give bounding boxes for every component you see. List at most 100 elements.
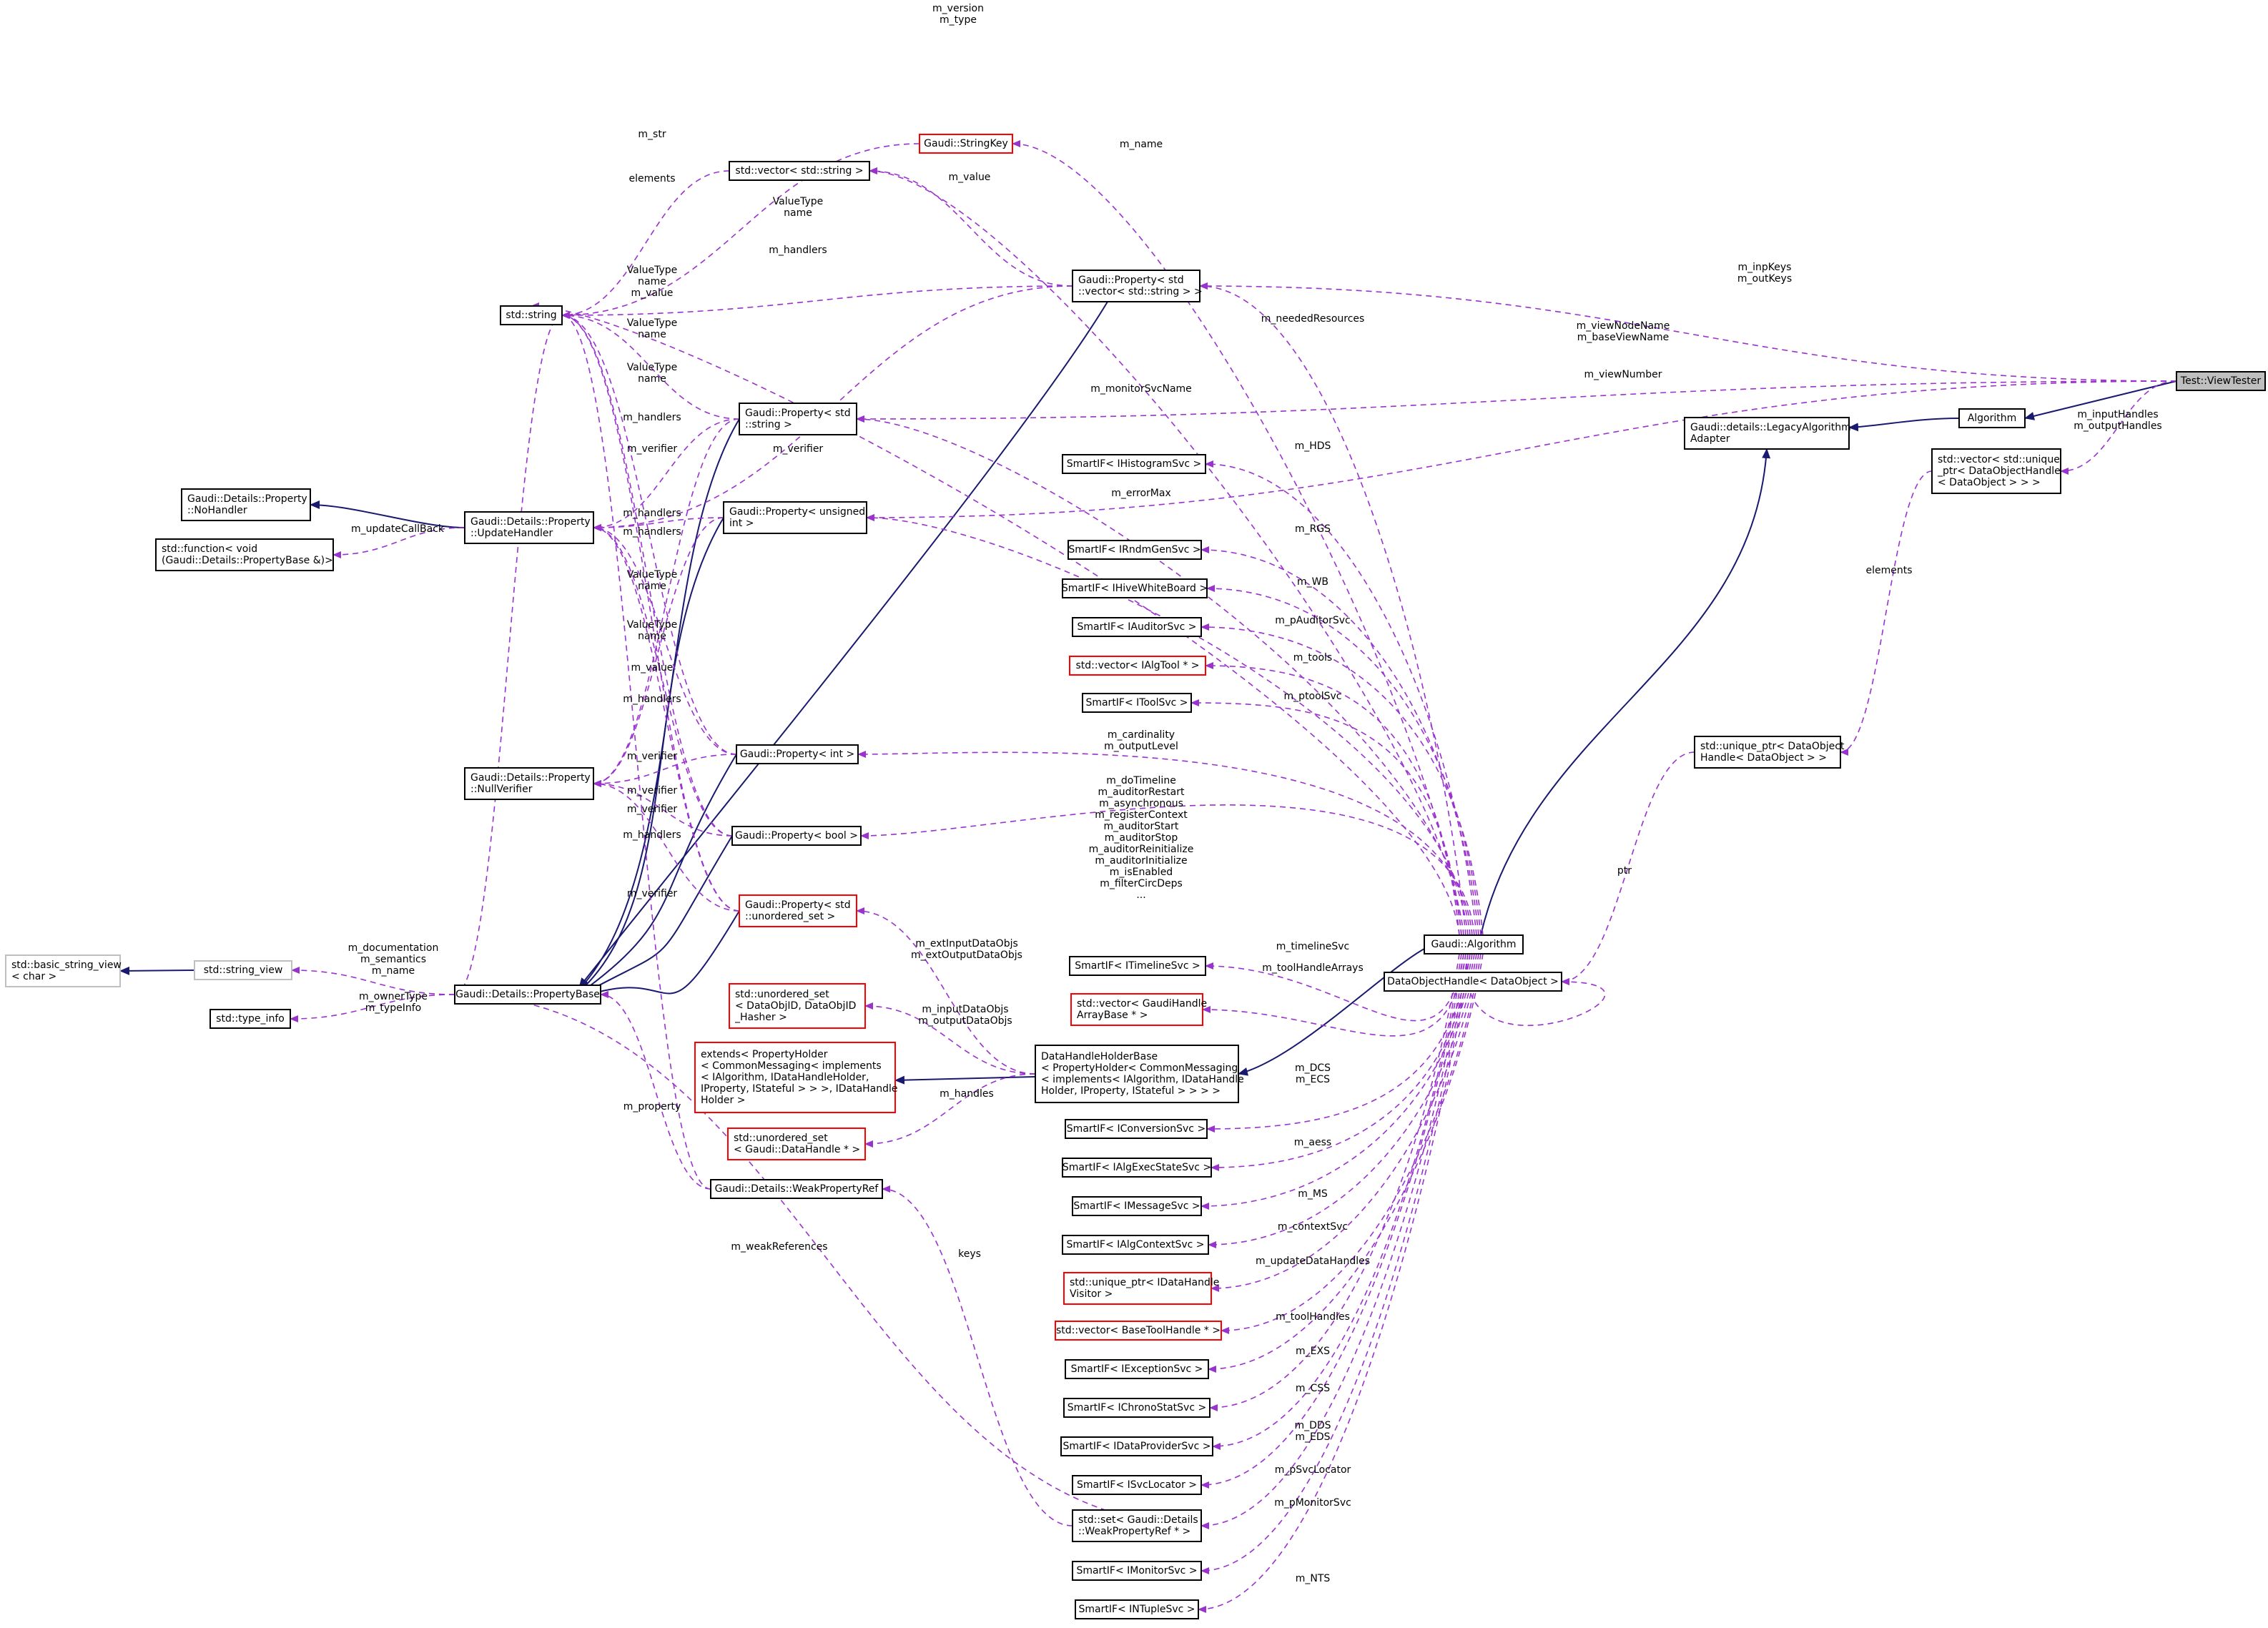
class-node-label: SmartIF< IHiveWhiteBoard >: [1062, 583, 1208, 594]
class-node-smartif-exception[interactable]: SmartIF< IExceptionSvc >: [1065, 1359, 1209, 1379]
member-edge: [291, 967, 455, 995]
class-node-nullverifier[interactable]: Gaudi::Details::Property::NullVerifier: [464, 767, 594, 800]
class-node-smartif-dataprovider[interactable]: SmartIF< IDataProviderSvc >: [1060, 1436, 1213, 1456]
class-node-std-string[interactable]: std::string: [500, 305, 563, 325]
class-node-nohandler[interactable]: Gaudi::Details::Property::NoHandler: [181, 488, 311, 521]
class-node-smartif-rndmgen[interactable]: SmartIF< IRndmGenSvc >: [1068, 540, 1202, 560]
class-node-datahandleholderbase[interactable]: DataHandleHolderBase< PropertyHolder< Co…: [1035, 1045, 1244, 1103]
class-node-smartif-chronostat[interactable]: SmartIF< IChronoStatSvc >: [1063, 1398, 1211, 1418]
class-node-label: < PropertyHolder< CommonMessaging: [1041, 1062, 1238, 1074]
class-node-label: std::vector< GaudiHandle: [1077, 998, 1207, 1010]
class-node-propertybase[interactable]: Gaudi::Details::PropertyBase: [454, 985, 601, 1005]
class-node-smartif-ntuple[interactable]: SmartIF< INTupleSvc >: [1075, 1599, 1199, 1619]
class-node-unordered-set-datahandle[interactable]: std::unordered_set< Gaudi::DataHandle * …: [727, 1128, 866, 1160]
class-node-smartif-timeline[interactable]: SmartIF< ITimelineSvc >: [1069, 956, 1206, 976]
class-node-smartif-auditor[interactable]: SmartIF< IAuditorSvc >: [1072, 617, 1202, 637]
class-node-label: SmartIF< IChronoStatSvc >: [1068, 1402, 1206, 1414]
class-node-label: std::string: [506, 310, 556, 321]
edge-label-m-css: m_CSS: [1296, 1383, 1330, 1394]
class-node-smartif-message[interactable]: SmartIF< IMessageSvc >: [1072, 1196, 1202, 1216]
edge-label-text: m_RGS: [1295, 523, 1331, 535]
class-node-property-unsigned[interactable]: Gaudi::Property< unsigned int >: [723, 501, 867, 534]
edge-label-text: ValueType: [627, 317, 678, 329]
class-node-test-viewtester[interactable]: Test::ViewTester: [2176, 371, 2266, 391]
edge-label-m-verifier-1: m_verifier: [773, 443, 824, 455]
edge-label-text: m_auditorStop: [1105, 832, 1178, 844]
inheritance-edge: [578, 301, 1108, 988]
edge-label-m-verifier-6: m_verifier: [627, 888, 678, 899]
class-node-box: [729, 161, 870, 181]
class-node-box: [500, 305, 563, 325]
edge-label-text: m_tools: [1293, 652, 1332, 663]
class-node-property-bool[interactable]: Gaudi::Property< bool >: [731, 826, 862, 846]
edge-label-m-verifier-4: m_verifier: [627, 785, 678, 796]
class-node-smartif-histogram[interactable]: SmartIF< IHistogramSvc >: [1062, 454, 1206, 474]
class-node-set-weakpropertyref[interactable]: std::set< Gaudi::Details::WeakPropertyRe…: [1072, 1509, 1202, 1542]
class-node-weakpropertyref[interactable]: Gaudi::Details::WeakPropertyRef: [710, 1179, 883, 1199]
member-edge: [1202, 953, 1466, 1037]
class-node-smartif-monitor[interactable]: SmartIF< IMonitorSvc >: [1072, 1561, 1202, 1581]
class-node-property-unordered-set[interactable]: Gaudi::Property< std::unordered_set >: [739, 894, 857, 927]
class-node-property-vec-string[interactable]: Gaudi::Property< std::vector< std::strin…: [1072, 270, 1203, 302]
edge-label-text: m_outputLevel: [1104, 741, 1178, 752]
edge-label-text: m_isEnabled: [1110, 867, 1173, 878]
edge-label-m-verifier-2: m_verifier: [627, 443, 678, 455]
member-edge: [600, 991, 711, 1190]
class-node-std-function[interactable]: std::function< void(Gaudi::Details::Prop…: [155, 538, 334, 571]
class-node-smartif-conversion[interactable]: SmartIF< IConversionSvc >: [1065, 1119, 1208, 1139]
edge-label-text: m_filterCircDeps: [1100, 878, 1183, 889]
class-node-label: < IAlgorithm, IDataHandleHolder,: [701, 1072, 869, 1083]
class-node-smartif-hivewb[interactable]: SmartIF< IHiveWhiteBoard >: [1062, 578, 1208, 598]
class-node-unique-ptr-doh[interactable]: std::unique_ptr< DataObjectHandle< DataO…: [1694, 736, 1845, 769]
class-node-vec-basetoolhandle[interactable]: std::vector< BaseToolHandle * >: [1055, 1321, 1222, 1341]
class-node-label: SmartIF< IRndmGenSvc >: [1068, 544, 1200, 556]
class-node-vec-string[interactable]: std::vector< std::string >: [729, 161, 870, 181]
edge-label-m-aess: m_aess: [1294, 1137, 1331, 1148]
class-node-smartif-tool[interactable]: SmartIF< IToolSvc >: [1082, 693, 1192, 713]
member-edge: [1200, 953, 1466, 1529]
class-node-vec-ialgtool[interactable]: std::vector< IAlgTool * >: [1069, 656, 1206, 676]
class-node-extends-holder[interactable]: extends< PropertyHolder< CommonMessaging…: [694, 1042, 898, 1113]
class-node-label: std::unordered_set: [734, 1133, 828, 1144]
class-node-property-int[interactable]: Gaudi::Property< int >: [736, 744, 859, 764]
class-node-label: ::WeakPropertyRef * >: [1078, 1526, 1190, 1537]
class-node-box: [729, 983, 866, 1029]
class-node-dataobjecthandle[interactable]: DataObjectHandle< DataObject >: [1384, 972, 1562, 992]
class-node-smartif-algexecstate[interactable]: SmartIF< IAlgExecStateSvc >: [1062, 1158, 1212, 1178]
class-node-string-view[interactable]: std::string_view: [194, 960, 292, 980]
class-node-property-string[interactable]: Gaudi::Property< std::string >: [739, 403, 857, 435]
class-node-type-info[interactable]: std::type_info: [209, 1009, 291, 1029]
edge-label-text: m_handlers: [623, 526, 681, 538]
edge-label-text: elements: [1865, 565, 1912, 576]
class-node-smartif-svclocator[interactable]: SmartIF< ISvcLocator >: [1072, 1475, 1202, 1495]
class-node-box: [1055, 1321, 1222, 1341]
inheritance-edge: [2024, 380, 2177, 420]
class-node-label: Gaudi::Details::WeakPropertyRef: [715, 1183, 879, 1195]
class-node-smartif-algcontext[interactable]: SmartIF< IAlgContextSvc >: [1062, 1235, 1209, 1255]
edge-label-m-bool-list: m_doTimelinem_auditorRestartm_asynchrono…: [1089, 775, 1194, 901]
class-node-stringkey[interactable]: Gaudi::StringKey: [919, 134, 1013, 154]
class-node-updatehandler[interactable]: Gaudi::Details::Property::UpdateHandler: [464, 511, 594, 544]
class-node-algorithm[interactable]: Algorithm: [1958, 408, 2026, 428]
class-node-unordered-set-dataobjid[interactable]: std::unordered_set< DataObjID, DataObjID…: [729, 983, 866, 1029]
edge-label-m-handlers-3: m_handlers: [623, 508, 681, 519]
edge-label-text: m_documentation: [348, 942, 439, 954]
class-node-box: [5, 954, 121, 987]
class-node-basic-string-view[interactable]: std::basic_string_view< char >: [5, 954, 122, 987]
class-node-gaudi-algorithm[interactable]: Gaudi::Algorithm: [1424, 934, 1524, 954]
class-node-vec-unique-ptr-doh[interactable]: std::vector< std::unique_ptr< DataObject…: [1931, 448, 2061, 494]
edge-label-text: m_EDS: [1295, 1431, 1330, 1443]
member-edge: [1199, 282, 1466, 936]
class-node-box: [1958, 408, 2026, 428]
